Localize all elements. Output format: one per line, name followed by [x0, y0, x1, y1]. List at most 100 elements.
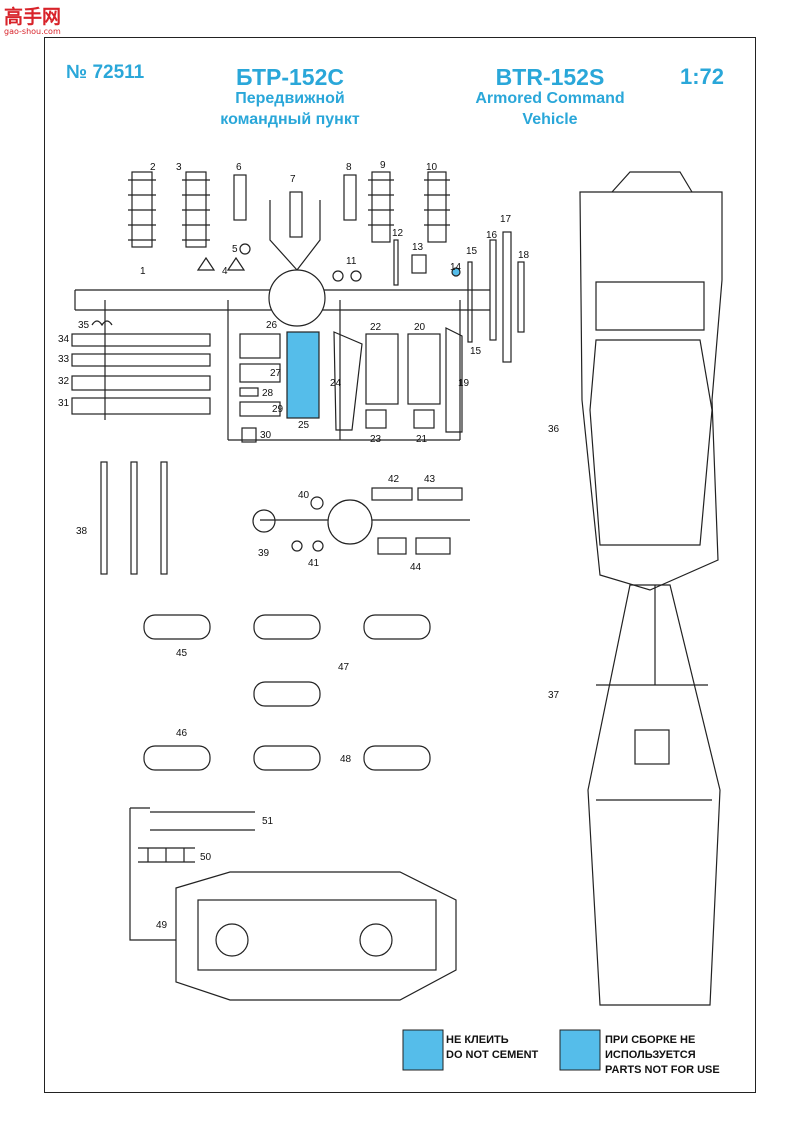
legend-no-cement-en: DO NOT CEMENT: [446, 1048, 539, 1061]
ru-subtitle-2: командный пункт: [220, 111, 360, 128]
watermark-brand: 高手网: [4, 6, 62, 28]
part-number-label: 21: [416, 434, 428, 445]
part-20: [407, 333, 441, 405]
part-number-label: 34: [58, 334, 70, 345]
bar-31: [71, 397, 211, 415]
part-number-label: 38: [76, 526, 88, 537]
legend-no-cement-icon: [402, 1029, 444, 1071]
part-number-label: 33: [58, 354, 70, 365]
part-number-label: 28: [262, 388, 274, 399]
part-number-label: 5: [232, 244, 238, 255]
part-number-label: 43: [424, 474, 436, 485]
hull-view-36-inner: [589, 339, 713, 546]
part-number-label: 4: [222, 266, 228, 277]
part-4b: [226, 256, 246, 271]
part-number-label: 26: [266, 320, 278, 331]
rod-17: [502, 231, 512, 363]
part-number-label: 42: [388, 474, 400, 485]
sprue-stem: [269, 200, 321, 271]
part-number-label: 39: [258, 548, 270, 559]
watermark-logo: 高手网 gao-shou.com: [4, 2, 61, 36]
part-29: [239, 401, 281, 417]
scale: 1:72: [680, 64, 725, 89]
legend-not-used-ru1: ПРИ СБОРКЕ НЕ: [605, 1034, 696, 1046]
rail-38a: [100, 461, 108, 575]
part-42: [371, 487, 413, 501]
leaf-spring-9: [368, 171, 394, 243]
part-27: [239, 363, 281, 383]
part-26: [239, 333, 281, 359]
watermark-url: gao-shou.com: [4, 27, 61, 36]
leaf-spring-10: [424, 171, 450, 243]
part-28: [239, 387, 259, 397]
part-number-label: 51: [262, 816, 274, 827]
part-number-label: 19: [458, 378, 470, 389]
part-30: [241, 427, 257, 443]
part-44b: [415, 537, 451, 555]
part-41a: [291, 540, 303, 552]
legend-not-used-box: [559, 1029, 601, 1071]
rod-15: [467, 261, 473, 343]
part-number-label: 11: [346, 256, 357, 267]
hull-view-37-plate: [634, 729, 670, 765]
en-subtitle-2: Vehicle: [522, 111, 578, 128]
part-number-label: 24: [330, 378, 342, 389]
ru-subtitle-1: Передвижной: [235, 90, 345, 107]
part-number-label: 37: [548, 690, 560, 701]
ru-title: БТР-152С: [236, 64, 344, 90]
part-22: [365, 333, 399, 405]
legend-not-used-ru2: ИСПОЛЬЗУЕТСЯ: [605, 1048, 696, 1061]
part-number-label: 23: [370, 434, 382, 445]
part-number-label: 40: [298, 490, 310, 501]
part-not-used-25: [286, 331, 320, 419]
part-number-label: 20: [414, 322, 426, 333]
part-number-label: 46: [176, 728, 188, 739]
part-number-label: 50: [200, 852, 212, 863]
leaf-spring-2: [128, 171, 156, 248]
part-number-label: 9: [380, 160, 386, 171]
part-5: [239, 243, 251, 255]
part-number-label: 31: [58, 398, 70, 409]
bar-33: [71, 353, 211, 367]
bar-34: [71, 333, 211, 347]
part-number-label: 30: [260, 430, 272, 441]
hull-top-49: [175, 871, 457, 1001]
en-title: BTR-152S: [495, 64, 605, 90]
part-number-label: 27: [270, 368, 282, 379]
part-21: [413, 409, 435, 429]
part-number-label: 44: [410, 562, 422, 573]
hull-view-36: [579, 191, 723, 591]
part-number-label: 48: [340, 754, 352, 765]
rod-16: [489, 239, 497, 341]
tires: [143, 614, 431, 771]
rail-38b: [130, 461, 138, 575]
hull-view-36-cab: [595, 281, 705, 331]
part-number-label: 15: [466, 246, 478, 257]
part-11b: [350, 270, 362, 282]
legend-not-used-en: PARTS NOT FOR USE: [605, 1063, 720, 1076]
part-43: [417, 487, 463, 501]
part-number-label: 22: [370, 322, 382, 333]
part-19: [445, 327, 463, 433]
rod-18: [517, 261, 525, 333]
part-number-label: 2: [150, 162, 156, 173]
part-number-label: 12: [392, 228, 404, 239]
part-number-label: 3: [176, 162, 182, 173]
part-number-label: 8: [346, 162, 352, 173]
part-number-label: 17: [500, 214, 512, 225]
legend-no-cement-ru: НЕ КЛЕИТЬ: [446, 1034, 509, 1046]
part-number-label: 32: [58, 376, 70, 387]
part-13: [411, 254, 427, 274]
leaf-spring-3: [182, 171, 210, 248]
part-number-label: 47: [338, 662, 350, 673]
part-14: [451, 267, 461, 277]
part-35: [91, 320, 113, 327]
part-number-label: 18: [518, 250, 530, 261]
part-12: [393, 239, 399, 286]
part-number-label: 10: [426, 162, 438, 173]
sprue-hub-upper: [268, 269, 326, 327]
part-number-label: 35: [78, 320, 90, 331]
sheet-frame: [44, 37, 756, 1093]
hull-top-panel: [197, 899, 437, 971]
